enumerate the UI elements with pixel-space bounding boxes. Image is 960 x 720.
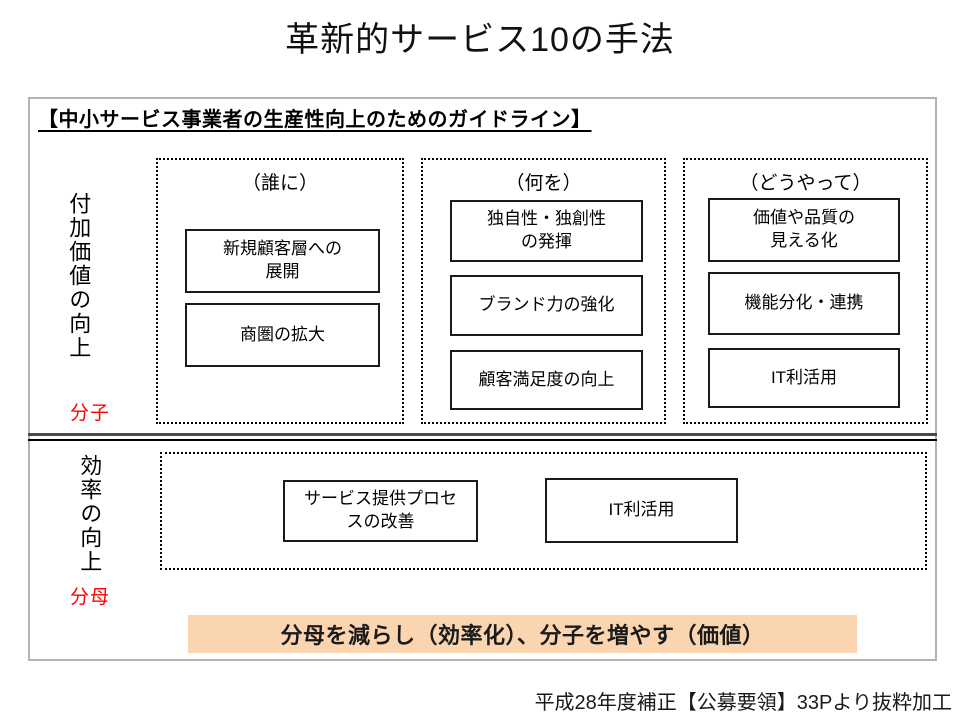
box-originality: 独自性・独創性 の発揮 [450,200,643,262]
denominator-label: 分母 [70,587,111,608]
efficiency-axis-label: 効率の向上 [77,454,103,574]
numerator-label: 分子 [70,403,111,424]
column-how-header: （どうやって） [739,173,872,194]
source-note: 平成28年度補正【公募要領】33Pより抜粋加工 [534,692,952,714]
column-who-header: （誰に） [241,173,318,194]
box-it-utilization-upper: IT利活用 [708,348,900,408]
box-market-area-expansion: 商圏の拡大 [185,303,380,367]
added-value-axis-label: 付加価値の向上 [66,192,92,360]
column-what-header: （何を） [505,173,582,194]
box-brand-strength: ブランド力の強化 [450,275,643,336]
page-title: 革新的サービス10の手法 [285,21,675,59]
efficiency-dotted-frame [160,452,927,570]
box-it-utilization-lower: IT利活用 [545,478,738,543]
box-service-process-improvement: サービス提供プロセ スの改善 [283,480,478,542]
box-new-customer-expansion: 新規顧客層への 展開 [185,229,380,293]
box-functional-specialization: 機能分化・連携 [708,272,900,335]
section-divider-top-line [28,433,937,436]
summary-banner: 分母を減らし（効率化）、分子を増やす（価値） [188,615,857,653]
guideline-heading: 【中小サービス事業者の生産性向上のためのガイドライン】 [38,109,592,131]
box-value-visualization: 価値や品質の 見える化 [708,198,900,262]
box-customer-satisfaction: 顧客満足度の向上 [450,350,643,410]
section-divider-bottom-line [28,439,937,441]
